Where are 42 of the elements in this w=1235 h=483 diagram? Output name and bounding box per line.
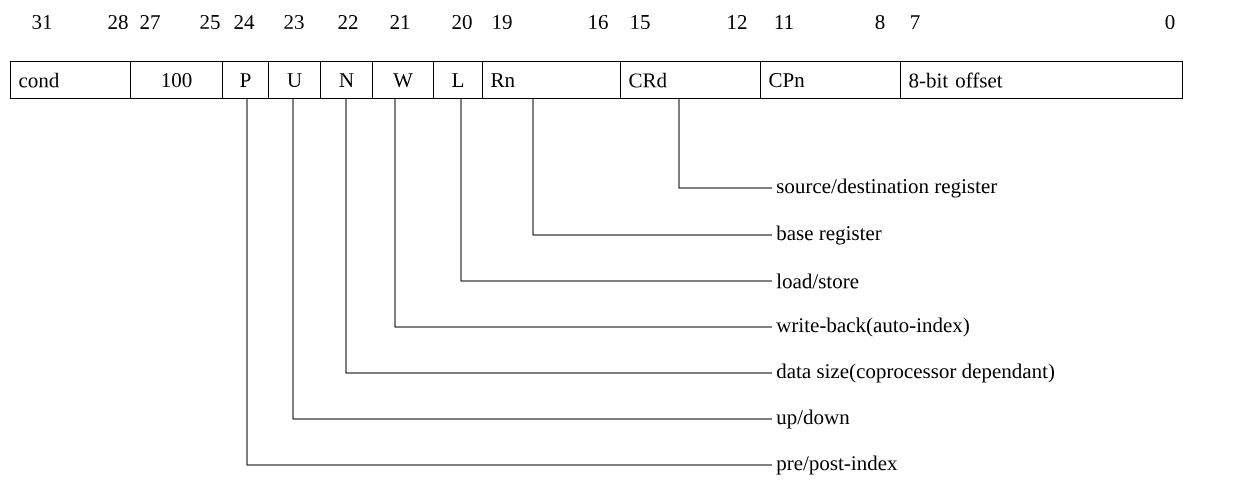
- bit-number: 21: [390, 15, 410, 29]
- bit-number: 28: [108, 14, 128, 30]
- field-description: load/store: [776, 273, 859, 289]
- field-description: data size(coprocessor dependant): [776, 363, 1054, 383]
- field-description: source/destination register: [777, 178, 998, 198]
- leader-line: [292, 98, 773, 420]
- bit-number: 25: [200, 14, 220, 30]
- bit-number: 8: [875, 14, 885, 30]
- bit-number: 0: [1165, 14, 1175, 30]
- bit-number: 7: [911, 15, 920, 29]
- leader-line: [345, 98, 773, 374]
- field-cell: P: [222, 61, 269, 99]
- field-description: base register: [776, 225, 882, 245]
- field-cell: CRd: [620, 61, 761, 99]
- bit-number: 20: [452, 14, 472, 30]
- bit-number: 23: [284, 14, 304, 30]
- leader-line: [394, 98, 773, 328]
- bit-number: 15: [631, 14, 650, 30]
- bit-number: 16: [589, 14, 608, 30]
- field-cell: N: [320, 61, 373, 99]
- leader-line: [460, 98, 773, 282]
- bit-number: 24: [234, 15, 255, 29]
- bit-number: 12: [728, 15, 747, 29]
- field-cell: cond: [10, 61, 131, 99]
- field-description: write-back(auto-index): [776, 317, 969, 337]
- leader-line: [532, 98, 773, 236]
- leader-line: [246, 98, 773, 466]
- field-cell: Rn: [482, 61, 621, 99]
- bit-number: 22: [338, 15, 358, 29]
- bit-number: 19: [493, 14, 512, 30]
- field-cell: CPn: [760, 61, 901, 99]
- field-description: up/down: [776, 409, 850, 429]
- bit-number: 11: [775, 15, 793, 29]
- leader-line: [678, 98, 773, 189]
- bit-number: 27: [140, 15, 160, 29]
- field-cell: U: [268, 61, 321, 99]
- field-description: pre/post-index: [776, 455, 898, 475]
- bit-number: 31: [32, 14, 52, 30]
- field-cell: 8-bit offset: [900, 61, 1183, 99]
- field-cell: L: [433, 61, 483, 99]
- field-cell: W: [372, 61, 434, 99]
- field-cell: 100: [130, 61, 223, 99]
